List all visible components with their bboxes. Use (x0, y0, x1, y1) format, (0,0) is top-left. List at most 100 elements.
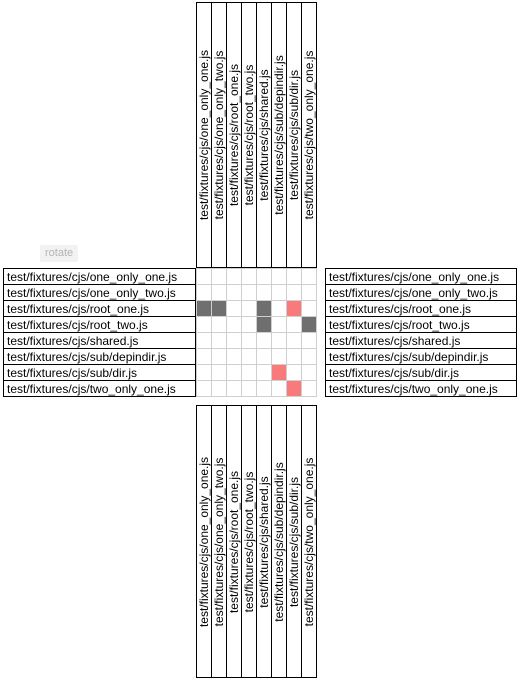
matrix-cell[interactable] (286, 332, 302, 349)
column-header-label: test/fixtures/cjs/sub/depindir.js (272, 55, 286, 215)
matrix-cell[interactable] (211, 364, 227, 381)
matrix-cell[interactable] (226, 300, 242, 317)
column-header-label: test/fixtures/cjs/root_two.js (242, 64, 256, 206)
row-label-left: test/fixtures/cjs/sub/depindir.js (3, 348, 196, 365)
row-label-right: test/fixtures/cjs/one_only_two.js (325, 284, 517, 301)
column-header-bottom: test/fixtures/cjs/two_only_one.js (301, 405, 317, 678)
matrix-cell[interactable] (196, 284, 212, 301)
matrix-cell[interactable] (301, 284, 317, 301)
row-label-left: test/fixtures/cjs/root_two.js (3, 316, 196, 333)
matrix-cell[interactable] (196, 332, 212, 349)
matrix-cell[interactable] (286, 364, 302, 381)
matrix-cell[interactable] (241, 364, 257, 381)
column-header-bottom: test/fixtures/cjs/sub/depindir.js (271, 405, 287, 678)
matrix-cell[interactable] (256, 380, 272, 397)
matrix-cell[interactable] (241, 348, 257, 365)
matrix-cell[interactable] (241, 332, 257, 349)
matrix-cell[interactable] (256, 284, 272, 301)
matrix-cell[interactable] (271, 316, 287, 333)
matrix-cell[interactable] (271, 268, 287, 285)
column-header-label: test/fixtures/cjs/shared.js (257, 475, 271, 608)
column-header-label: test/fixtures/cjs/one_only_two.js (212, 50, 226, 220)
matrix-cell[interactable] (211, 348, 227, 365)
matrix-cell[interactable] (211, 284, 227, 301)
matrix-cell[interactable] (226, 284, 242, 301)
matrix-cell[interactable] (211, 332, 227, 349)
column-header-bottom: test/fixtures/cjs/shared.js (256, 405, 272, 678)
matrix-cell[interactable] (301, 300, 317, 317)
matrix-cell[interactable] (271, 300, 287, 317)
matrix-cell[interactable] (241, 300, 257, 317)
matrix-cell[interactable] (211, 268, 227, 285)
dependency-cell[interactable] (256, 300, 272, 317)
column-header-top: test/fixtures/cjs/root_one.js (226, 2, 242, 268)
row-label-right: test/fixtures/cjs/sub/dir.js (325, 364, 517, 381)
row-label-left: test/fixtures/cjs/sub/dir.js (3, 364, 196, 381)
matrix-cell[interactable] (301, 380, 317, 397)
matrix-cell[interactable] (256, 332, 272, 349)
column-header-bottom: test/fixtures/cjs/one_only_two.js (211, 405, 227, 678)
row-label-left: test/fixtures/cjs/shared.js (3, 332, 196, 349)
matrix-cell[interactable] (301, 348, 317, 365)
column-header-label: test/fixtures/cjs/two_only_one.js (302, 457, 316, 626)
matrix-cell[interactable] (256, 364, 272, 381)
cycle-cell[interactable] (286, 380, 302, 397)
row-label-right: test/fixtures/cjs/shared.js (325, 332, 517, 349)
matrix-cell[interactable] (256, 268, 272, 285)
dependency-cell[interactable] (196, 300, 212, 317)
cycle-cell[interactable] (271, 364, 287, 381)
matrix-cell[interactable] (211, 316, 227, 333)
column-header-label: test/fixtures/cjs/shared.js (257, 69, 271, 201)
column-header-bottom: test/fixtures/cjs/root_two.js (241, 405, 257, 678)
matrix-cell[interactable] (286, 348, 302, 365)
matrix-cell[interactable] (256, 348, 272, 365)
row-label-right: test/fixtures/cjs/sub/depindir.js (325, 348, 517, 365)
matrix-cell[interactable] (271, 332, 287, 349)
column-header-label: test/fixtures/cjs/root_one.js (227, 63, 241, 207)
matrix-cell[interactable] (301, 332, 317, 349)
column-header-top: test/fixtures/cjs/sub/depindir.js (271, 2, 287, 268)
matrix-cell[interactable] (226, 364, 242, 381)
matrix-cell[interactable] (226, 332, 242, 349)
matrix-cell[interactable] (196, 268, 212, 285)
dependency-cell[interactable] (256, 316, 272, 333)
column-header-label: test/fixtures/cjs/two_only_one.js (302, 50, 316, 220)
row-label-right: test/fixtures/cjs/root_two.js (325, 316, 517, 333)
column-header-label: test/fixtures/cjs/root_one.js (227, 470, 241, 613)
matrix-cell[interactable] (241, 284, 257, 301)
matrix-cell[interactable] (196, 380, 212, 397)
column-header-top: test/fixtures/cjs/two_only_one.js (301, 2, 317, 268)
cycle-cell[interactable] (286, 300, 302, 317)
matrix-cell[interactable] (226, 268, 242, 285)
column-header-bottom: test/fixtures/cjs/one_only_one.js (196, 405, 212, 678)
row-label-right: test/fixtures/cjs/root_one.js (325, 300, 517, 317)
column-header-top: test/fixtures/cjs/sub/dir.js (286, 2, 302, 268)
matrix-cell[interactable] (271, 284, 287, 301)
matrix-cell[interactable] (286, 268, 302, 285)
row-label-left: test/fixtures/cjs/root_one.js (3, 300, 196, 317)
column-header-top: test/fixtures/cjs/one_only_one.js (196, 2, 212, 268)
matrix-cell[interactable] (196, 348, 212, 365)
matrix-cell[interactable] (241, 380, 257, 397)
matrix-cell[interactable] (286, 284, 302, 301)
column-header-label: test/fixtures/cjs/sub/dir.js (287, 69, 301, 201)
matrix-cell[interactable] (196, 316, 212, 333)
matrix-cell[interactable] (271, 348, 287, 365)
matrix-cell[interactable] (196, 364, 212, 381)
rotate-button[interactable]: rotate (40, 245, 79, 262)
matrix-cell[interactable] (226, 380, 242, 397)
matrix-cell[interactable] (301, 364, 317, 381)
matrix-cell[interactable] (286, 316, 302, 333)
matrix-cell[interactable] (241, 316, 257, 333)
matrix-cell[interactable] (226, 348, 242, 365)
matrix-cell[interactable] (226, 316, 242, 333)
dependency-cell[interactable] (301, 316, 317, 333)
row-label-right: test/fixtures/cjs/two_only_one.js (325, 380, 517, 397)
matrix-cell[interactable] (301, 268, 317, 285)
column-header-bottom: test/fixtures/cjs/root_one.js (226, 405, 242, 678)
matrix-cell[interactable] (241, 268, 257, 285)
column-header-label: test/fixtures/cjs/one_only_one.js (197, 456, 211, 627)
matrix-cell[interactable] (211, 380, 227, 397)
dependency-cell[interactable] (211, 300, 227, 317)
matrix-cell[interactable] (271, 380, 287, 397)
